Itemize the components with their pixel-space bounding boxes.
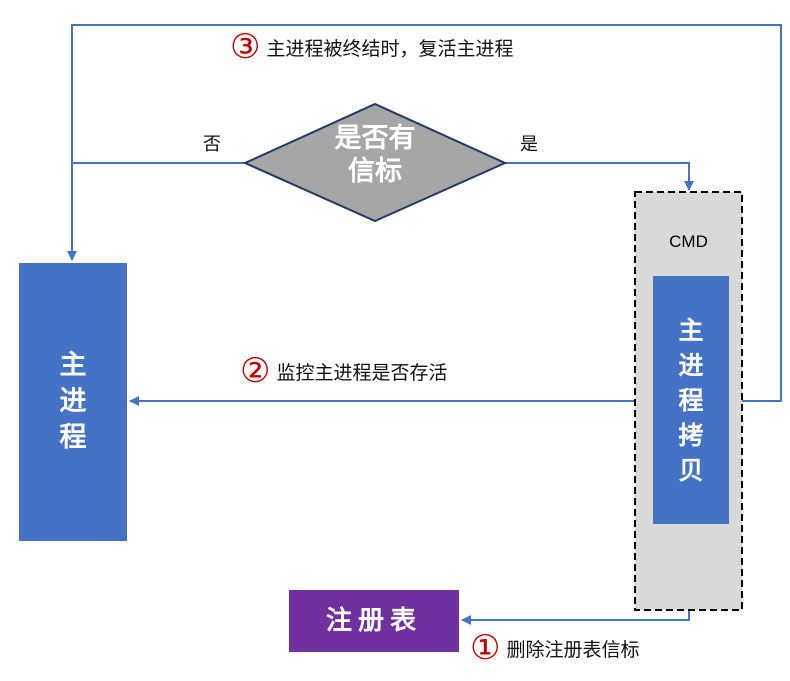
main-process-box bbox=[19, 263, 127, 541]
delete-beacon-connector bbox=[461, 610, 690, 625]
main-process-char: 主 bbox=[59, 350, 87, 381]
step-2-text: 监控主进程是否存活 bbox=[276, 361, 448, 384]
copy-label-char: 贝 bbox=[678, 455, 704, 485]
revive-loop-connector bbox=[67, 24, 782, 402]
yes-branch-label: 是 bbox=[520, 134, 538, 155]
copy-label-char: 程 bbox=[678, 385, 704, 415]
decision-diamond bbox=[242, 102, 508, 223]
step-number-2: ② bbox=[240, 351, 271, 391]
cmd-title: CMD bbox=[669, 232, 708, 251]
yes-branch-connector bbox=[505, 162, 694, 191]
decision-label-line2: 信标 bbox=[348, 156, 402, 187]
copy-label-char: 主 bbox=[678, 315, 704, 345]
registry-label: 注册表 bbox=[325, 606, 422, 636]
step-number-1: ① bbox=[470, 628, 501, 668]
main-process-char: 程 bbox=[59, 422, 87, 453]
step-3-text: 主进程被终结时，复活主进程 bbox=[266, 37, 514, 60]
step-2-annotation: ② 监控主进程是否存活 bbox=[240, 354, 448, 388]
step-number-3: ③ bbox=[230, 27, 261, 67]
main-process-copy-label: 主 进 程 拷 贝 bbox=[653, 276, 729, 524]
main-process-label: 主 进 程 bbox=[19, 263, 127, 541]
step-1-annotation: ① 删除注册表信标 bbox=[470, 631, 640, 665]
registry-box bbox=[289, 590, 459, 652]
main-process-char: 进 bbox=[59, 386, 87, 417]
copy-label-char: 进 bbox=[678, 350, 704, 380]
decision-label-line1: 是否有 bbox=[334, 123, 416, 154]
decision-label: 是否有 信标 bbox=[305, 122, 445, 188]
copy-label-char: 拷 bbox=[678, 420, 704, 450]
step-1-text: 删除注册表信标 bbox=[506, 638, 640, 661]
step-3-annotation: ③ 主进程被终结时，复活主进程 bbox=[230, 30, 514, 64]
no-branch-label: 否 bbox=[203, 134, 221, 155]
main-process-copy-box bbox=[653, 276, 729, 524]
